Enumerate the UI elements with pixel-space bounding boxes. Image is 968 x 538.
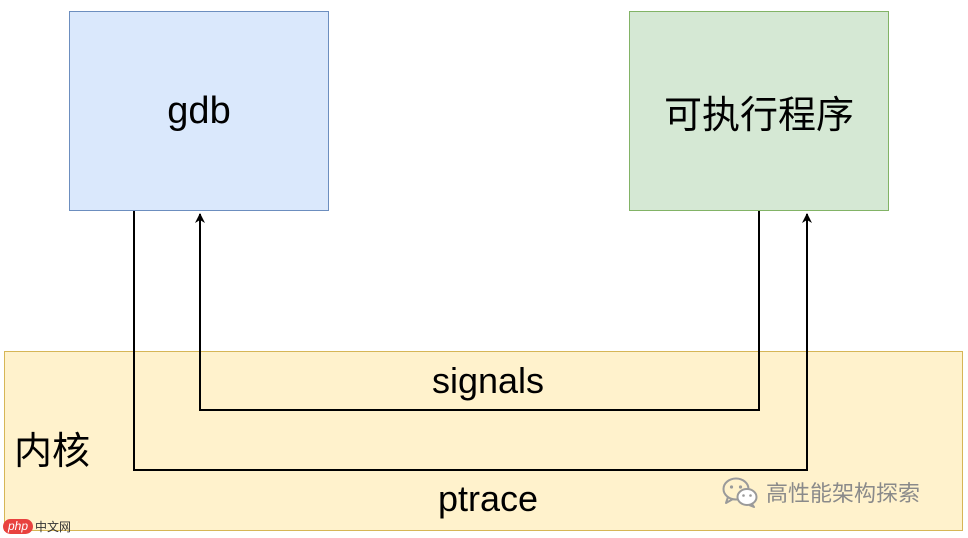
watermark: 高性能架构探索 [722,476,920,508]
site-badge: php 中文网 [3,518,71,535]
kernel-node-label: 内核 [14,431,91,473]
signals-edge [195,211,760,411]
ptrace-edge [133,211,812,471]
wechat-icon [722,477,758,508]
executable-node-label: 可执行程序 [663,94,854,137]
site-badge-logo: php [3,519,34,534]
ptrace-edge-label: ptrace [437,478,539,519]
site-badge-text: 中文网 [35,520,72,534]
gdb-node: gdb [69,11,329,211]
watermark-text: 高性能架构探索 [766,481,921,506]
signals-edge-label: signals [431,360,545,401]
gdb-node-label: gdb [167,89,231,132]
executable-node: 可执行程序 [629,11,889,211]
kernel-node [4,351,963,531]
